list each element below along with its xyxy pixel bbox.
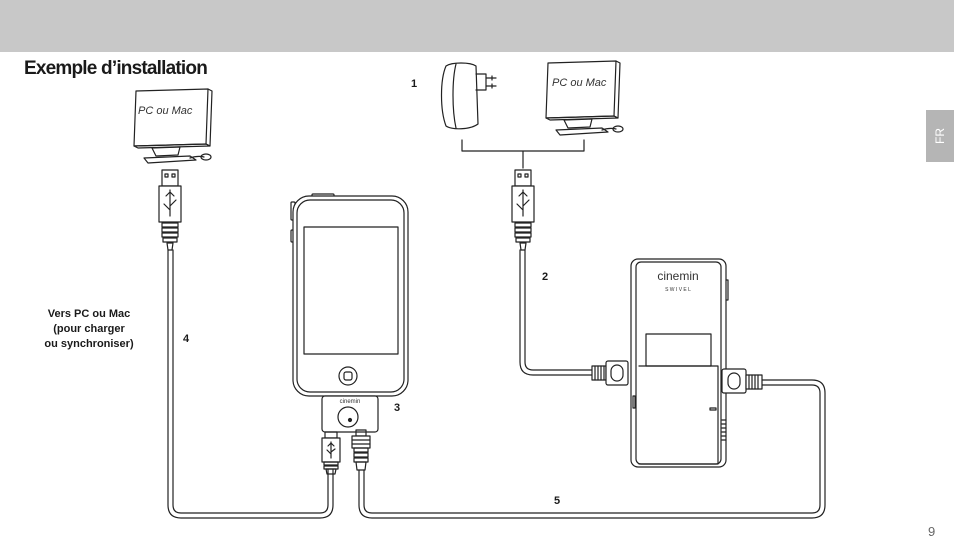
usb-note-line: Vers PC ou Mac [47,308,131,320]
right-monitor-label: PC ou Mac [552,77,607,89]
page-number: 9 [928,524,936,539]
left-usb-plug [158,169,182,251]
cable-5 [358,379,826,519]
right-monitor [545,60,624,136]
av-plug-dock [351,429,371,471]
usb-note: Vers PC ou Mac (pour charger ou synchron… [20,307,158,352]
wall-adapter [440,62,497,130]
header-band [0,0,954,52]
choice-bracket [461,139,585,169]
dock-brand: cinemin [340,399,361,405]
callout-3: 3 [394,402,401,414]
callout-4: 4 [183,333,190,345]
usb-note-line: ou synchroniser) [44,338,134,350]
callout-1: 1 [411,78,418,90]
callout-2: 2 [542,271,549,283]
projector-model: S W I V E L [665,287,691,293]
dock-adapter [321,395,379,433]
mini-usb-plug [321,431,341,475]
left-monitor [133,88,213,164]
projector-left-connector [591,360,629,386]
language-tab: FR [926,110,954,162]
left-monitor-label: PC ou Mac [138,105,193,117]
projector-brand: cinemin [657,269,698,283]
callout-5: 5 [554,495,561,507]
projector-device [630,258,729,468]
cable-4 [167,249,334,519]
usb-note-line: (pour charger [53,323,125,335]
cable-2 [519,249,593,376]
projector-right-connector [721,368,763,394]
right-usb-plug [511,169,535,251]
page-title: Exemple d’installation [24,58,208,79]
media-player-device [290,193,409,397]
